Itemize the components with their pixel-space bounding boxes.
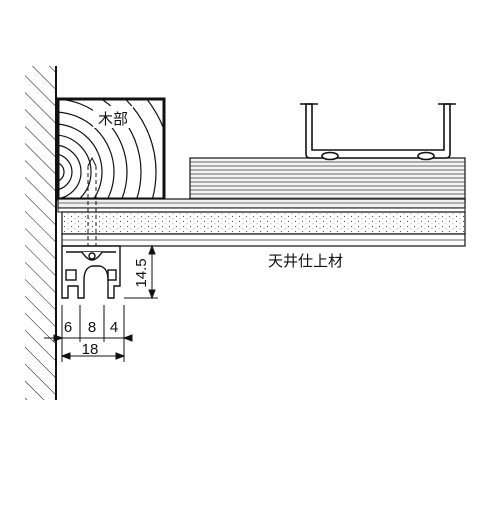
stacked-boards — [189, 157, 466, 203]
dim-width-c: 4 — [110, 319, 118, 336]
trim-profile — [61, 245, 121, 299]
upper-panel — [57, 198, 466, 213]
dim-height-label: 14.5 — [133, 258, 150, 287]
dim-total-width: 18 — [82, 341, 99, 358]
dim-width-a: 6 — [64, 319, 72, 336]
wall — [25, 66, 57, 400]
wood-label-bg — [93, 106, 133, 128]
dim-width-b: 8 — [88, 319, 96, 336]
ceiling-finish-layer — [61, 211, 466, 247]
board-stack — [189, 157, 466, 203]
dim-height — [124, 244, 158, 300]
wall-hatching — [25, 66, 56, 400]
ceiling-finish-label: 天井仕上材 — [268, 253, 343, 270]
dim-widths — [44, 305, 133, 362]
c-channel — [300, 103, 456, 161]
wood-grain — [58, 99, 164, 199]
board-lines — [190, 161, 465, 199]
wood-label: 木部 — [98, 111, 128, 128]
